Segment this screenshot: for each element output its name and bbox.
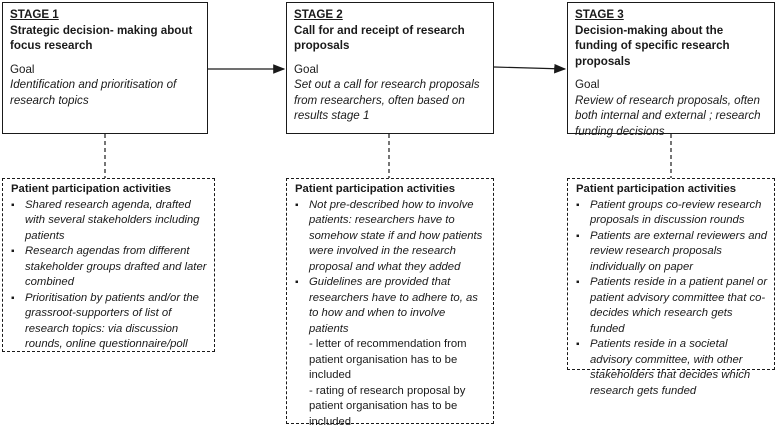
- stage-title: Call for and receipt of research proposa…: [294, 23, 485, 54]
- activity-subnote: - rating of research proposal by patient…: [309, 384, 487, 430]
- stage-label: STAGE 1: [10, 7, 199, 23]
- goal-label: Goal: [294, 62, 485, 78]
- activity-item: Patients are external reviewers and revi…: [576, 229, 768, 276]
- activity-item-text: Guidelines are provided that researchers…: [309, 276, 478, 335]
- activities-list: Not pre-described how to involve patient…: [295, 198, 487, 430]
- stage-title: Decision-making about the funding of spe…: [575, 23, 766, 70]
- goal-text: Review of research proposals, often both…: [575, 93, 766, 140]
- activities-list: Shared research agenda, drafted with sev…: [11, 198, 208, 353]
- activities-list: Patient groups co-review research propos…: [576, 198, 768, 400]
- activity-subnote: - letter of recommendation from patient …: [309, 337, 487, 384]
- activities-title: Patient participation activities: [295, 182, 487, 198]
- goal-text: Set out a call for research proposals fr…: [294, 77, 485, 124]
- activities-title: Patient participation activities: [576, 182, 768, 198]
- activity-item: Patient groups co-review research propos…: [576, 198, 768, 229]
- stage-2-box: STAGE 2 Call for and receipt of research…: [286, 2, 494, 134]
- goal-label: Goal: [575, 77, 766, 93]
- activity-item: Guidelines are provided that researchers…: [295, 275, 487, 430]
- activities-box-stage-3: Patient participation activities Patient…: [567, 178, 775, 370]
- activity-item: Shared research agenda, drafted with sev…: [11, 198, 208, 245]
- stage-3-box: STAGE 3 Decision-making about the fundin…: [567, 2, 775, 134]
- goal-text: Identification and prioritisation of res…: [10, 77, 199, 108]
- activity-item: Not pre-described how to involve patient…: [295, 198, 487, 276]
- activity-item: Patients reside in a patient panel or pa…: [576, 275, 768, 337]
- arrow-stage2-to-stage3: [494, 67, 565, 69]
- activity-item: Research agendas from different stakehol…: [11, 244, 208, 291]
- activities-title: Patient participation activities: [11, 182, 208, 198]
- activity-item: Patients reside in a societal advisory c…: [576, 337, 768, 399]
- stage-label: STAGE 2: [294, 7, 485, 23]
- stage-label: STAGE 3: [575, 7, 766, 23]
- stage-1-box: STAGE 1 Strategic decision- making about…: [2, 2, 208, 134]
- stage-title: Strategic decision- making about focus r…: [10, 23, 199, 54]
- activities-box-stage-1: Patient participation activities Shared …: [2, 178, 215, 352]
- goal-label: Goal: [10, 62, 199, 78]
- activities-box-stage-2: Patient participation activities Not pre…: [286, 178, 494, 424]
- activity-item: Prioritisation by patients and/or the gr…: [11, 291, 208, 353]
